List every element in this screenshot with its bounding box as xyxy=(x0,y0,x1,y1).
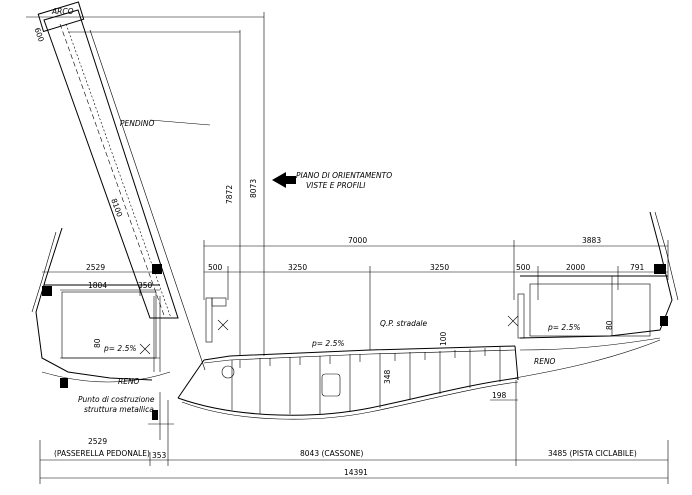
dim-1804: 1804 xyxy=(88,281,107,290)
dim-80-right: 80 xyxy=(605,320,614,330)
label-pendino: PENDINO xyxy=(120,119,154,128)
dim-2000: 2000 xyxy=(566,263,585,272)
dim-198: 198 xyxy=(492,391,507,400)
label-slope-center: p= 2.5% xyxy=(311,339,344,348)
label-piano-line2: VISTE E PROFILI xyxy=(306,181,366,190)
drain-pipe xyxy=(221,365,235,379)
right-rail-block xyxy=(654,264,666,274)
label-punto-line2: struttura metallica xyxy=(84,405,154,414)
dim-350: 350 xyxy=(138,281,153,290)
dim-8043-cassone: 8043 (CASSONE) xyxy=(300,449,364,458)
label-slope-left: p= 2.5% xyxy=(103,344,136,353)
center-rail-block-left xyxy=(152,264,162,274)
dim-14391: 14391 xyxy=(344,468,368,477)
dim-353: 353 xyxy=(152,451,167,460)
dim-348: 348 xyxy=(383,369,392,384)
dim-8100: 8100 xyxy=(109,197,124,218)
dim-3250-left: 3250 xyxy=(288,263,307,272)
dim-600: 600 xyxy=(33,26,46,43)
dim-2529-bottom: 2529 xyxy=(88,437,107,446)
label-slope-right: p= 2.5% xyxy=(547,323,580,332)
left-walkway xyxy=(31,227,171,388)
dim-3485-pista: 3485 (PISTA CICLABILE) xyxy=(548,449,637,458)
label-op-stradale: Q.P. stradale xyxy=(380,319,428,328)
dim-80-left: 80 xyxy=(93,338,102,348)
label-punto-line1: Punto di costruzione xyxy=(78,395,155,404)
dim-791: 791 xyxy=(630,263,645,272)
right-cycle-path xyxy=(514,211,679,379)
dim-2529-top: 2529 xyxy=(86,263,105,272)
label-arco: ARCO xyxy=(51,7,74,16)
left-rail-block xyxy=(42,286,52,296)
hanger-cable xyxy=(89,29,211,371)
label-piano-line1: PIANO DI ORIENTAMENTO xyxy=(296,171,392,180)
access-manhole xyxy=(321,373,341,397)
dim-500-right: 500 xyxy=(516,263,531,272)
box-girder xyxy=(177,293,525,420)
right-support-block xyxy=(660,316,668,326)
dim-7000: 7000 xyxy=(348,236,367,245)
dim-3250-right: 3250 xyxy=(430,263,449,272)
dim-7872: 7872 xyxy=(225,185,234,204)
label-reno-right: RENO xyxy=(534,357,556,366)
dimension-chains xyxy=(39,240,669,484)
dim-3883: 3883 xyxy=(582,236,601,245)
left-support-block xyxy=(60,378,68,388)
arch-member xyxy=(37,1,179,319)
dim-100: 100 xyxy=(439,331,448,346)
dim-500-left: 500 xyxy=(208,263,223,272)
label-reno-left: RENO xyxy=(118,377,140,386)
orientation-arrow-icon xyxy=(272,172,296,188)
dim-passerella: (PASSERELLA PEDONALE) xyxy=(54,449,150,458)
dim-8073: 8073 xyxy=(249,179,258,198)
